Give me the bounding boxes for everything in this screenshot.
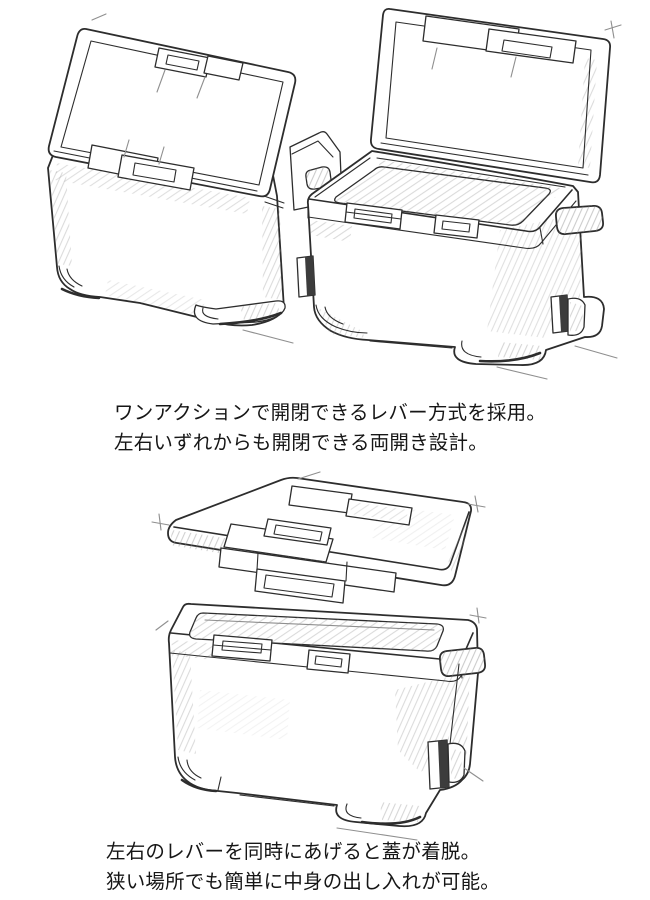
sketch-cross-mark: [151, 471, 486, 531]
right-cooler-opening: [334, 166, 551, 226]
caption-bottom-line-1: 左右のレバーを同時にあげると蓋が着脱。: [106, 841, 481, 863]
ground-stroke: [336, 767, 484, 841]
caption-top-line-1: ワンアクションで開閉できるレバー方式を採用。: [114, 402, 547, 424]
body-right-lever: [306, 649, 351, 674]
caption-top-line-2: 左右いずれからも開閉できる両開き設計。: [114, 432, 488, 454]
ground-stroke: [496, 345, 618, 380]
detachable-lid-cooler-sketch: [151, 471, 487, 841]
cooler-side-handle: [438, 646, 486, 678]
front-foot: [239, 794, 422, 825]
sketch-cross-mark: [91, 13, 107, 21]
detached-lid: [151, 471, 486, 604]
left-cooler: [47, 13, 297, 344]
cooler-body: [155, 602, 487, 841]
figure-both-side-open-coolers: [0, 0, 650, 400]
figure-detachable-lid-cooler: [0, 470, 650, 850]
right-cooler-right-lever: [433, 214, 480, 239]
lid-lever-assembly: [218, 518, 397, 604]
right-cooler-lid-latch: [422, 15, 577, 64]
body-left-lever: [211, 634, 273, 662]
sketch-cross-mark: [604, 20, 622, 39]
both-side-open-coolers-sketch: [47, 7, 622, 380]
caption-bottom: 左右のレバーを同時にあげると蓋が着脱。 狭い場所でも簡単に中身の出し入れが可能。: [106, 837, 500, 897]
right-cooler-front-right-latch: [550, 294, 570, 334]
right-cooler-front-left-latch: [296, 255, 316, 298]
right-cooler-left-lever: [344, 202, 403, 230]
caption-bottom-line-2: 狭い場所でも簡単に中身の出し入れが可能。: [106, 871, 501, 893]
left-cooler-lid-bottom-latch: [87, 144, 195, 191]
left-cooler-lid-top-latch: [154, 47, 244, 81]
left-cooler-lid: [47, 28, 297, 198]
right-cooler-side-handle: [554, 204, 604, 236]
front-right-latch: [427, 739, 450, 790]
sketch-cross-mark: [155, 607, 487, 631]
ground-stroke: [242, 329, 294, 344]
right-cooler: [296, 7, 622, 380]
caption-top: ワンアクションで開閉できるレバー方式を採用。 左右いずれからも開閉できる両開き設…: [114, 398, 546, 458]
right-cooler-lid: [370, 7, 612, 184]
lid-top-latch-plates: [288, 485, 413, 526]
left-cooler-front-foot: [193, 300, 286, 326]
